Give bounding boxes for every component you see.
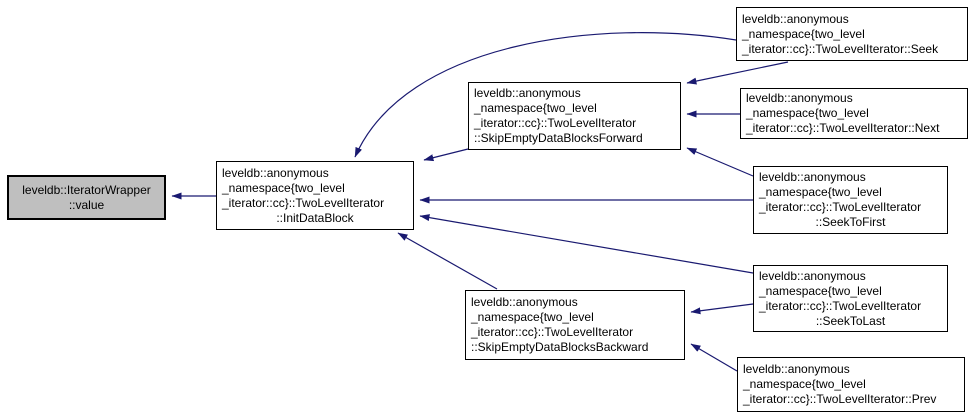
node-label-line: _namespace{two_level — [746, 106, 869, 120]
node-label-line: ::SkipEmptyDataBlocksForward — [474, 131, 643, 145]
node-label-line: ::value — [68, 197, 105, 212]
edge-skip-empty-data-blocks-backward-to-init-data-block — [397, 232, 498, 290]
node-label-line: _namespace{two_level — [759, 283, 882, 298]
node-seek-to-first[interactable]: leveldb::anonymous _namespace{two_level … — [753, 166, 948, 234]
node-skip-empty-data-blocks-backward[interactable]: leveldb::anonymous _namespace{two_level … — [465, 290, 685, 360]
node-iterator-wrapper-value: leveldb::IteratorWrapper ::value — [7, 175, 166, 220]
edge-seek-to-init-data-block — [354, 32, 737, 158]
node-init-data-block[interactable]: leveldb::anonymous _namespace{two_level … — [216, 161, 414, 230]
node-label-line: leveldb::anonymous — [471, 295, 578, 309]
node-label-line: _iterator::cc}::TwoLevelIterator — [474, 116, 637, 130]
node-label-line: _namespace{two_level — [471, 310, 594, 324]
node-label-line: _iterator::cc}::TwoLevelIterator — [471, 325, 634, 339]
node-label-line: ::SeekToFirst — [815, 215, 886, 229]
node-label-line: leveldb::anonymous — [474, 86, 581, 100]
node-label-line: ::SeekToLast — [815, 313, 886, 328]
node-label-line: leveldb::anonymous — [759, 268, 866, 283]
node-label-line: leveldb::anonymous — [222, 165, 329, 180]
node-label-line: _iterator::cc}::TwoLevelIterator — [222, 195, 385, 210]
node-label-line: ::InitDataBlock — [276, 210, 354, 225]
edge-skip-empty-data-blocks-forward-to-init-data-block — [423, 148, 469, 162]
edge-seek-to-first-to-skip-empty-data-blocks-forward — [686, 147, 754, 177]
node-label-line: _namespace{two_level — [474, 101, 597, 115]
node-label-line: _namespace{two_level — [222, 180, 345, 195]
edge-seek-to-last-to-init-data-block — [419, 214, 754, 274]
edge-seek-to-skip-empty-data-blocks-forward — [686, 61, 789, 85]
node-label-line: _namespace{two_level — [742, 26, 865, 41]
node-label-line: leveldb::anonymous — [743, 362, 850, 376]
node-label-line: ::SkipEmptyDataBlocksBackward — [471, 340, 649, 354]
node-skip-empty-data-blocks-forward[interactable]: leveldb::anonymous _namespace{two_level … — [468, 82, 681, 150]
node-label-line: _iterator::cc}::TwoLevelIterator — [759, 298, 922, 313]
node-next[interactable]: leveldb::anonymous _namespace{two_level … — [740, 88, 968, 139]
node-seek[interactable]: leveldb::anonymous _namespace{two_level … — [736, 7, 968, 61]
node-label-line: leveldb::anonymous — [759, 170, 866, 184]
node-label-line: _namespace{two_level — [743, 377, 866, 391]
node-label-line: leveldb::anonymous — [742, 11, 849, 26]
node-label-line: _iterator::cc}::TwoLevelIterator — [759, 200, 922, 214]
node-label-line: _iterator::cc}::TwoLevelIterator::Next — [746, 121, 940, 135]
node-label-line: _iterator::cc}::TwoLevelIterator::Seek — [742, 41, 939, 56]
node-label-line: _namespace{two_level — [759, 185, 882, 199]
edge-seek-to-last-to-skip-empty-data-blocks-backward — [690, 303, 754, 315]
node-prev[interactable]: leveldb::anonymous _namespace{two_level … — [737, 357, 965, 412]
edge-prev-to-skip-empty-data-blocks-backward — [690, 343, 738, 372]
node-seek-to-last[interactable]: leveldb::anonymous _namespace{two_level … — [753, 265, 948, 332]
node-label-line: _iterator::cc}::TwoLevelIterator::Prev — [743, 392, 937, 406]
node-label-line: leveldb::anonymous — [746, 91, 853, 105]
node-label-line: leveldb::IteratorWrapper — [22, 182, 151, 197]
